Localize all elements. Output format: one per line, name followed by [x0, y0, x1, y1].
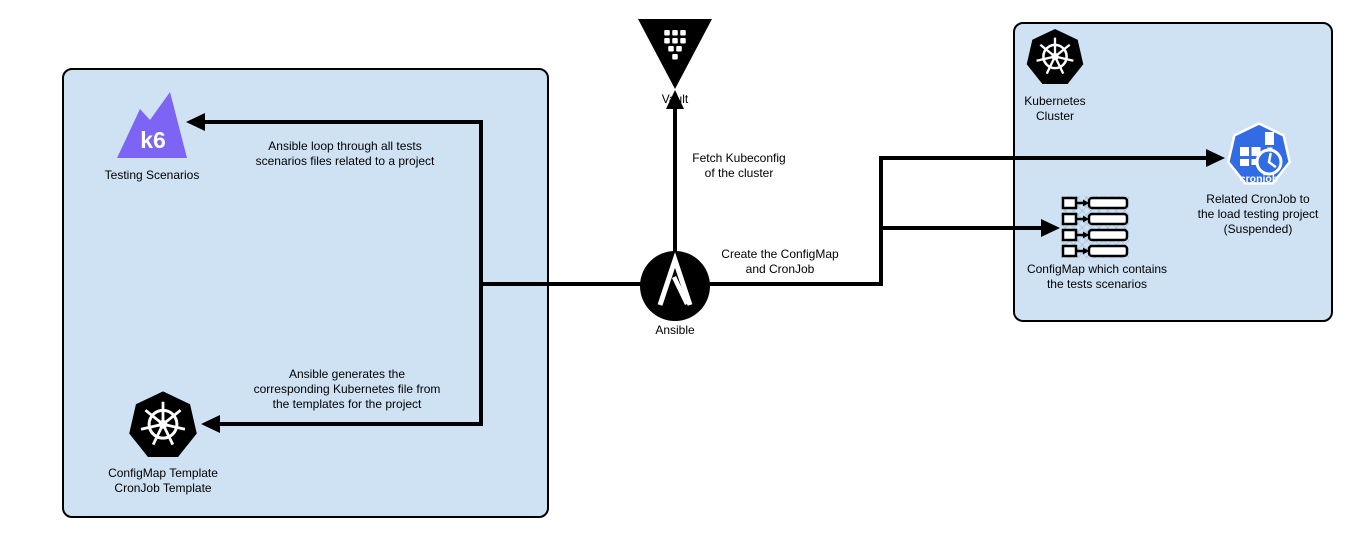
edge-generate-line: [219, 422, 483, 426]
k6-icon: k6: [114, 90, 190, 162]
edge-left-vertical-line: [479, 120, 483, 426]
edge-to-configmap-line: [881, 226, 1042, 230]
edge-right-vertical-line: [879, 156, 883, 286]
edge-fetch-line: [673, 107, 677, 284]
kubernetes-cluster-label: Kubernetes Cluster: [1024, 94, 1086, 123]
cronjob-icon: cronjob: [1226, 121, 1292, 191]
edge-to-cronjob-line: [881, 156, 1207, 160]
edge-create-line: [675, 282, 883, 286]
configmap-icon: [1061, 196, 1129, 258]
testing-scenarios-label: Testing Scenarios: [104, 168, 200, 182]
templates-label: ConfigMap Template CronJob Template: [108, 466, 218, 495]
edge-label-create-configmap-cronjob: Create the ConfigMap and CronJob: [721, 247, 839, 276]
configmap-caption: ConfigMap which contains the tests scena…: [1026, 262, 1168, 291]
vault-icon: [637, 18, 713, 92]
arrowhead-to-templates: [201, 415, 220, 433]
arrowhead-to-configmap: [1041, 219, 1060, 237]
ansible-icon: [640, 251, 710, 321]
arrowhead-to-k6: [186, 113, 205, 131]
arrowhead-to-cronjob: [1206, 149, 1225, 167]
edge-label-loop: Ansible loop through all tests scenarios…: [255, 139, 435, 168]
kubernetes-cluster-icon: [1024, 26, 1086, 90]
edge-label-fetch-kubeconfig: Fetch Kubeconfig of the cluster: [692, 151, 786, 180]
edge-to-ansible-line: [480, 282, 680, 286]
ansible-label: Ansible: [655, 323, 695, 337]
arrowhead-to-vault: [666, 90, 684, 109]
edge-loop-line: [204, 120, 483, 124]
cronjob-icon-text: cronjob: [1240, 173, 1279, 185]
cronjob-caption: Related CronJob to the load testing proj…: [1197, 192, 1319, 236]
edge-label-generate: Ansible generates the corresponding Kube…: [253, 367, 441, 411]
kubernetes-templates-icon: [126, 389, 200, 463]
svg-text:k6: k6: [140, 127, 166, 153]
